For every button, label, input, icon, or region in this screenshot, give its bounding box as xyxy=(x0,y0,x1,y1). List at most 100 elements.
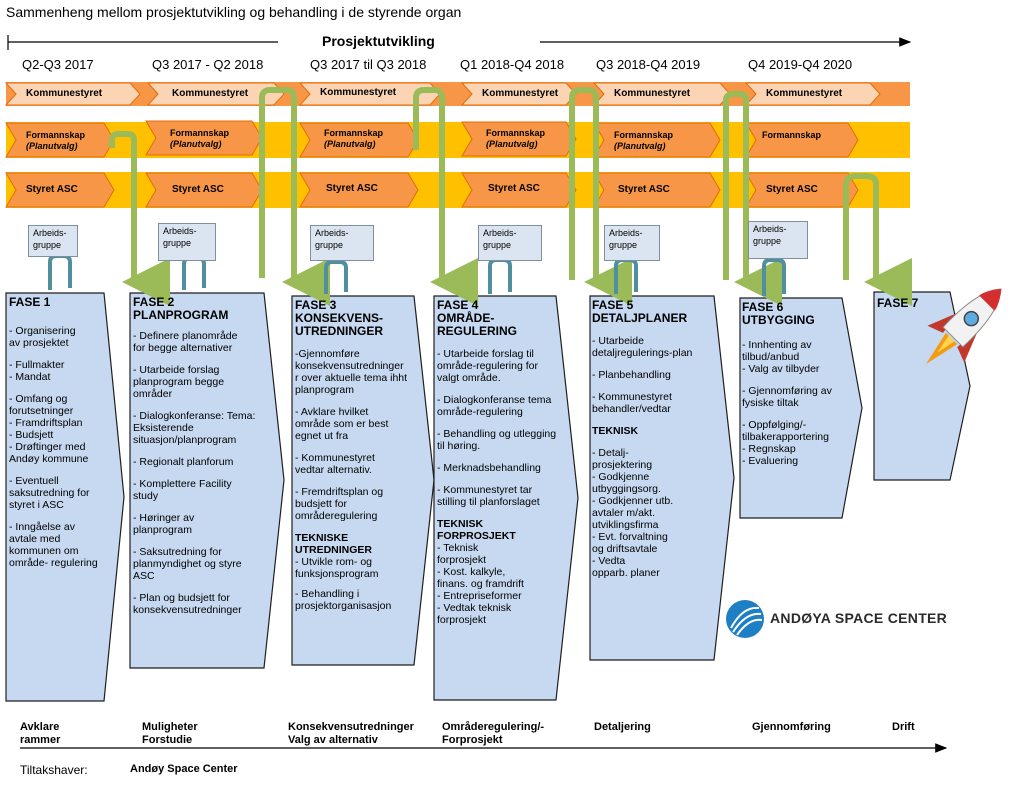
stage-label: Avklare rammer xyxy=(20,721,61,746)
styret-chevrons xyxy=(5,172,859,208)
phase-item: - Oppfølging/- tilbakerapportering - Reg… xyxy=(742,419,829,467)
styret-label: Styret ASC xyxy=(326,183,378,194)
phase-item: - Entrepriseformer xyxy=(437,590,522,602)
phase-item: - Omfang og forutsetninger - Framdriftsp… xyxy=(9,393,89,465)
phase-item: - Utarbeide forslag planprogram begge om… xyxy=(133,364,225,400)
formannskap-chevrons xyxy=(5,120,859,158)
phase-item: - Gjennomføring av fysiske tiltak xyxy=(742,385,832,409)
styret-label: Styret ASC xyxy=(26,184,78,195)
period-label: Q3 2017 - Q2 2018 xyxy=(152,57,264,72)
formannskap-text: Formannskap xyxy=(762,130,822,140)
arbeidsgruppe-box: Arbeids- gruppe xyxy=(158,223,216,261)
kommunestyret-label: Kommunestyret xyxy=(320,87,397,98)
phase-item: - Eventuell saksutredning for styret i A… xyxy=(9,475,90,511)
styret-label: Styret ASC xyxy=(172,184,224,195)
arbeidsgruppe-loops xyxy=(48,254,786,296)
formannskap-text: Formannskap xyxy=(614,130,674,140)
stage-label: Gjennomføring xyxy=(752,721,831,733)
phase-item: - Teknisk forprosjekt xyxy=(437,542,487,566)
phase-item: - Planbehandling xyxy=(592,369,671,381)
stage-label: Områderegulering/- Forprosjekt xyxy=(442,721,545,746)
formannskap-label: Formannskap(Planutvalg) xyxy=(324,128,383,150)
kommunestyret-label: Kommunestyret xyxy=(614,88,691,99)
phase-item: - Høringer av planprogram xyxy=(133,512,195,536)
formannskap-label: Formannskap(Planutvalg) xyxy=(170,128,229,150)
axis-label: Prosjektutvikling xyxy=(322,33,435,49)
phase-item: - Vedtak teknisk forprosjekt xyxy=(437,602,512,626)
phase-item: - Evt. forvaltning og driftsavtale xyxy=(592,531,668,555)
styret-label: Styret ASC xyxy=(488,183,540,194)
phase-section-title: TEKNISKE UTREDNINGER xyxy=(295,532,373,556)
page-title: Sammenheng mellom prosjektutvikling og b… xyxy=(6,4,462,20)
stage-label: Muligheter Forstudie xyxy=(142,721,198,746)
arbeidsgruppe-box: Arbeids- gruppe xyxy=(310,225,374,261)
stage-label: Drift xyxy=(892,721,915,733)
phase-title: FASE 2 PLANPROGRAM xyxy=(133,295,229,322)
period-label: Q3 2018-Q4 2019 xyxy=(596,57,701,72)
phase-item: - Godkjenner utb. avtaler m/akt. utvikli… xyxy=(592,495,674,531)
arbeidsgruppe-box: Arbeids- gruppe xyxy=(478,225,542,261)
phase-item: - Dialogkonferanse tema område-regulerin… xyxy=(437,394,552,418)
phase-item: - Kommunestyret vedtar alternativ. xyxy=(295,452,375,476)
phase-item: - Utvikle rom- og funksjonsprogram xyxy=(295,556,379,580)
phase-item: - Vedta opparb. planer xyxy=(592,555,660,579)
planutvalg-text: (Planutvalg) xyxy=(486,139,538,149)
phase-item: - Komplettere Facility study xyxy=(133,478,232,502)
phase-item: - Plan og budsjett for konsekvensutredni… xyxy=(133,592,242,616)
formannskap-text: Formannskap xyxy=(170,128,230,138)
footer-label: Tiltakshaver: xyxy=(20,763,88,777)
phase-item: - Utarbeide detaljregulerings-plan xyxy=(592,335,693,359)
planutvalg-text: (Planutvalg) xyxy=(170,139,222,149)
formannskap-text: Formannskap xyxy=(324,128,384,138)
formannskap-text: Formannskap xyxy=(486,128,546,138)
period-label: Q2-Q3 2017 xyxy=(22,57,94,72)
phase-3: FASE 3 KONSEKVENS- UTREDNINGER -Gjennomf… xyxy=(295,299,415,612)
kommunestyret-label: Kommunestyret xyxy=(172,88,249,99)
phase-section-title: TEKNISK FORPROSJEKT xyxy=(437,518,516,542)
phase-item: - Kost. kalkyle, finans. og framdrift xyxy=(437,566,524,590)
formannskap-label: Formannskap xyxy=(762,130,821,141)
logo-text: ANDØYA SPACE CENTER xyxy=(770,610,948,626)
phase-item: - Innhenting av tilbud/anbud - Valg av t… xyxy=(742,339,820,375)
phase-2: FASE 2 PLANPROGRAM - Definere planområde… xyxy=(133,296,275,626)
period-label: Q3 2017 til Q3 2018 xyxy=(310,57,427,72)
stage-label: Detaljering xyxy=(594,721,651,733)
formannskap-label: Formannskap(Planutvalg) xyxy=(26,130,85,152)
kommunestyret-label: Kommunestyret xyxy=(766,88,843,99)
phase-item: - Detalj- prosjektering xyxy=(592,447,653,471)
formannskap-label: Formannskap(Planutvalg) xyxy=(614,130,673,152)
phase-7: FASE 7 xyxy=(877,297,947,310)
phase-item: - Kommunestyret tar stilling til planfor… xyxy=(437,484,540,508)
phase-title: FASE 1 xyxy=(9,295,51,309)
footer-value: Andøy Space Center xyxy=(130,763,238,775)
phase-title: FASE 4 OMRÅDE- REGULERING xyxy=(437,298,518,338)
styret-label: Styret ASC xyxy=(766,184,818,195)
phase-4: FASE 4 OMRÅDE- REGULERING - Utarbeide fo… xyxy=(437,298,575,627)
arbeidsgruppe-box: Arbeids- gruppe xyxy=(28,225,78,257)
phase-item: -Gjennomføre konsekvensutredninger r ove… xyxy=(295,348,408,396)
phase-item: - Dialogkonferanse: Tema: Eksisterende s… xyxy=(133,410,256,446)
phase-5: FASE 5 DETALJPLANER - Utarbeide detaljre… xyxy=(592,299,720,580)
phase-item: - Organisering av prosjektet xyxy=(9,325,76,349)
phase-item: - Kommunestyret behandler/vedtar xyxy=(592,391,672,415)
phase-title: FASE 7 xyxy=(877,296,919,310)
phase-item: - Behandling og utlegging til høring. xyxy=(437,428,557,452)
phase-item: - Saksutredning for planmyndighet og sty… xyxy=(133,546,242,582)
kommunestyret-chevrons xyxy=(4,82,881,106)
kommunestyret-label: Kommunestyret xyxy=(26,88,103,99)
kommunestyret-label: Kommunestyret xyxy=(482,88,559,99)
phase-title: FASE 6 UTBYGGING xyxy=(742,300,815,327)
andoya-logo-icon xyxy=(726,600,764,638)
phase-item: - Regionalt planforum xyxy=(133,456,234,468)
arbeidsgruppe-box: Arbeids- gruppe xyxy=(604,225,660,261)
period-label: Q1 2018-Q4 2018 xyxy=(460,57,565,72)
styret-label: Styret ASC xyxy=(618,184,670,195)
planutvalg-text: (Planutvalg) xyxy=(324,139,376,149)
arbeidsgruppe-box: Arbeids- gruppe xyxy=(748,221,808,259)
rocket-icon xyxy=(926,288,1002,364)
phase-6: FASE 6 UTBYGGING - Innhenting av tilbud/… xyxy=(742,301,852,477)
phase-item: - Behandling i prosjektorganisasjon xyxy=(295,588,392,612)
phase-item: - Definere planområde for begge alternat… xyxy=(133,330,238,354)
phase-item: - Fremdriftsplan og budsjett for områder… xyxy=(295,486,384,522)
